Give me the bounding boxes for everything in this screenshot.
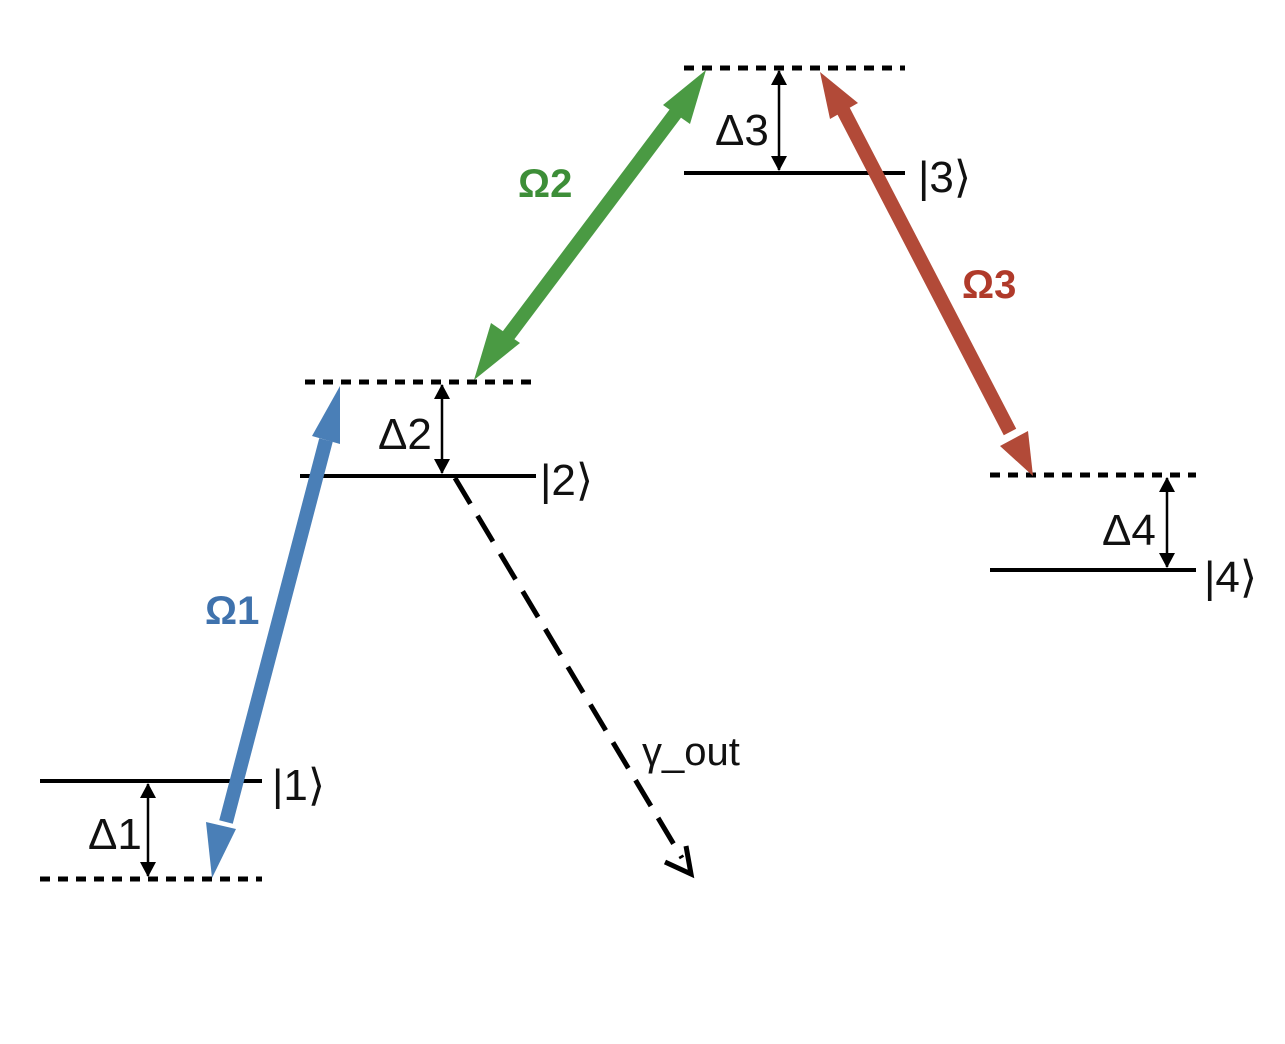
detuning-3-arrow [771,70,787,171]
omega-2-coupling-arrow [474,70,706,380]
gamma-out-label: γ_out [642,730,740,774]
ket-4-label: |4⟩ [1204,553,1257,602]
detuning-2-arrow [434,384,450,474]
omega-1-coupling-arrow [206,386,340,878]
ket-1-label: |1⟩ [272,761,325,810]
omega-1-label: Ω1 [205,589,259,633]
detuning-2-label: Δ2 [378,410,432,459]
detuning-1-arrow [140,783,156,877]
detuning-3-label: Δ3 [715,106,769,155]
ket-3-label: |3⟩ [918,153,971,202]
detuning-4-arrow [1159,477,1175,568]
omega-3-label: Ω3 [962,263,1016,307]
ket-2-label: |2⟩ [540,456,593,505]
gamma-out-decay-arrow [452,476,695,879]
omega-2-label: Ω2 [518,162,572,206]
detuning-4-label: Δ4 [1102,506,1156,555]
omega-3-coupling-arrow [820,72,1033,476]
detuning-1-label: Δ1 [88,810,142,859]
